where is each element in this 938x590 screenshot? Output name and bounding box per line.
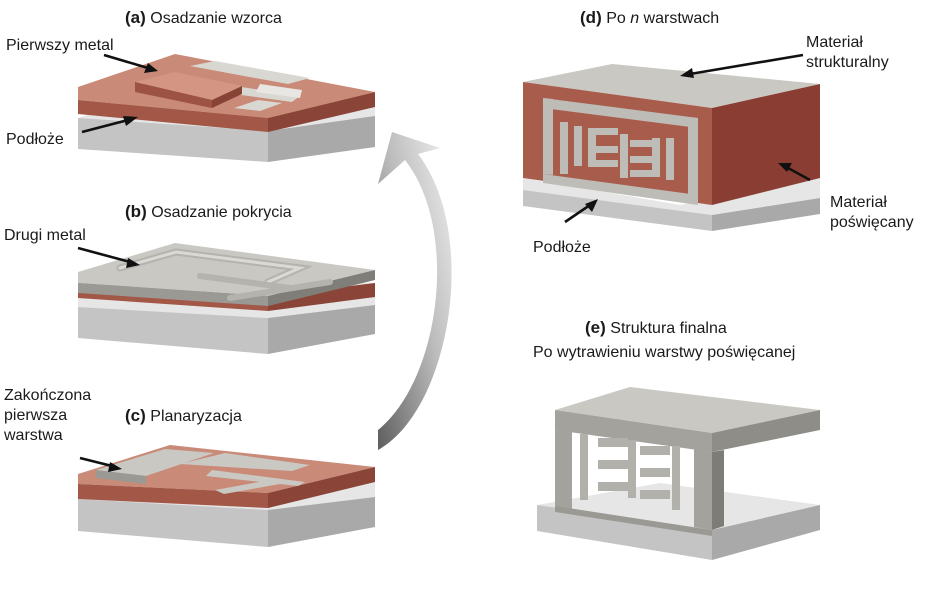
panel-a-letter: a <box>130 8 141 27</box>
panel-b-illustration <box>78 243 375 354</box>
label-substrate-a: Podłoże <box>6 131 64 148</box>
panel-d-letter: d <box>585 8 597 27</box>
panel-b-title: (b) Osadzanie pokrycia <box>125 202 292 222</box>
label-structural-line1: Materiał <box>806 34 863 51</box>
panel-e-title-text: Struktura finalna <box>610 320 727 337</box>
panel-b-letter-close: ) <box>141 202 147 221</box>
panel-e-letter: e <box>590 318 601 337</box>
panel-e-subtitle: Po wytrawieniu warstwy poświęcanej <box>533 344 796 361</box>
panel-b-title-text: Osadzanie pokrycia <box>151 204 292 221</box>
panel-c-title-text: Planaryzacja <box>150 408 242 425</box>
panel-d-title-suffix: warstwach <box>639 10 720 27</box>
label-sacrificial-line1: Materiał <box>830 194 887 211</box>
panel-d-illustration <box>523 64 820 231</box>
panel-e-letter-open: ( <box>585 318 591 337</box>
panel-c-title: (c) Planaryzacja <box>125 406 242 426</box>
label-first-metal: Pierwszy metal <box>6 37 114 54</box>
label-completed-line1: Zakończona <box>4 387 92 404</box>
panel-a-letter-open: ( <box>125 8 131 27</box>
label-sacrificial-line2: poświęcany <box>830 214 914 231</box>
panel-d-title-prefix: Po <box>606 10 631 27</box>
panel-e-title: (e) Struktura finalna <box>585 318 727 338</box>
panel-a-letter-close: ) <box>140 8 146 27</box>
label-substrate-d: Podłoże <box>533 239 591 256</box>
panel-c-letter: c <box>130 406 141 425</box>
panel-e-letter-close: ) <box>600 318 606 337</box>
panel-b-letter-open: ( <box>125 202 131 221</box>
panel-a-illustration <box>78 54 375 162</box>
panel-d-letter-close: ) <box>596 8 602 27</box>
label-completed-line3: warstwa <box>4 427 63 444</box>
panel-c-letter-open: ( <box>125 406 131 425</box>
panel-a-title: (a) Osadzanie wzorca <box>125 8 282 28</box>
label-structural-line2: strukturalny <box>806 54 889 71</box>
panel-d-letter-open: ( <box>580 8 586 27</box>
label-completed-line2: pierwsza <box>4 407 68 424</box>
panel-c-letter-close: ) <box>140 406 146 425</box>
panel-e-illustration <box>537 387 820 560</box>
panel-d-title-n: n <box>630 10 640 27</box>
panel-b-letter: b <box>130 202 142 221</box>
pointer-arrows <box>77 53 811 472</box>
process-arrow-icon <box>378 132 452 450</box>
panel-d-title: (d) Po n warstwach <box>580 8 719 28</box>
label-second-metal: Drugi metal <box>4 227 86 244</box>
panel-c-illustration <box>78 445 375 547</box>
panel-a-title-text: Osadzanie wzorca <box>150 10 282 27</box>
